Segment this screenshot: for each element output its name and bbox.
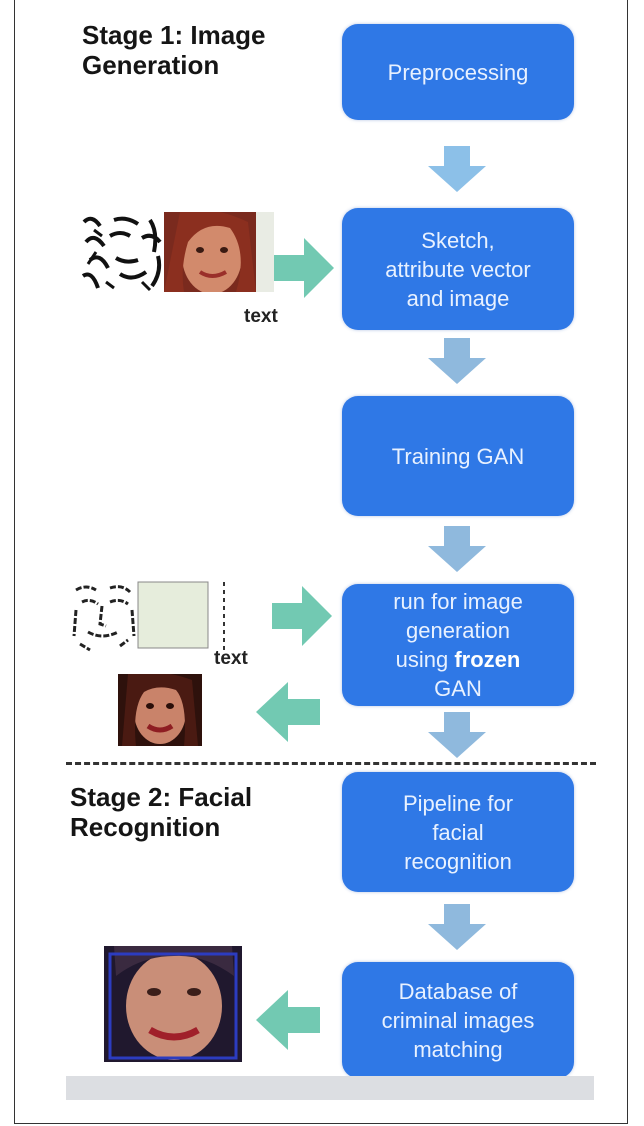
left-arrow-1 [256, 682, 320, 742]
generated-face-image [118, 674, 202, 746]
frozen-gan-label-start: run for image generation using [393, 589, 523, 672]
training-gan-box: Training GAN [342, 396, 574, 516]
sketch-blank-pair-image [70, 580, 240, 652]
right-arrow-2 [272, 586, 332, 646]
figure-frame [14, 0, 628, 1124]
frozen-gan-label: run for image generation using frozen GA… [393, 587, 523, 703]
frozen-gan-label-bold: frozen [454, 647, 521, 672]
right-arrow-1 [274, 238, 334, 298]
recognized-face-drawing [104, 946, 242, 1062]
bottom-bar [66, 1076, 594, 1100]
down-arrow-4 [428, 712, 486, 758]
down-arrow-2 [428, 338, 486, 384]
left-arrow-2 [256, 990, 320, 1050]
database-label: Database of criminal images matching [381, 978, 535, 1062]
stage-2-title: Stage 2: Facial Recognition [70, 782, 253, 842]
stage-divider [66, 762, 596, 765]
text-label-1: text [244, 306, 278, 327]
down-arrow-5 [428, 904, 486, 950]
sketch-face-pair-image [80, 212, 274, 292]
preprocessing-box: Preprocessing [342, 24, 574, 120]
down-arrow-3 [428, 526, 486, 572]
sketch-blank-pair-drawing [72, 581, 225, 652]
preprocessing-label: Preprocessing [387, 59, 529, 85]
sketch-attribute-label: Sketch, attribute vector and image [385, 227, 531, 311]
frozen-gan-box: run for image generation using frozen GA… [342, 584, 574, 706]
training-gan-label: Training GAN [391, 443, 525, 469]
pipeline-label: Pipeline for facial recognition [402, 790, 514, 874]
database-box: Database of criminal images matching [342, 962, 574, 1078]
recognized-face-image [104, 946, 242, 1062]
sketch-face-pair-drawing [80, 212, 274, 292]
down-arrow-1 [428, 146, 486, 192]
sketch-attribute-box: Sketch, attribute vector and image [342, 208, 574, 330]
generated-face-drawing [118, 674, 202, 746]
text-label-2: text [214, 648, 248, 669]
stage-1-title: Stage 1: Image Generation [82, 20, 266, 80]
pipeline-box: Pipeline for facial recognition [342, 772, 574, 892]
frozen-gan-label-end: GAN [434, 676, 482, 701]
